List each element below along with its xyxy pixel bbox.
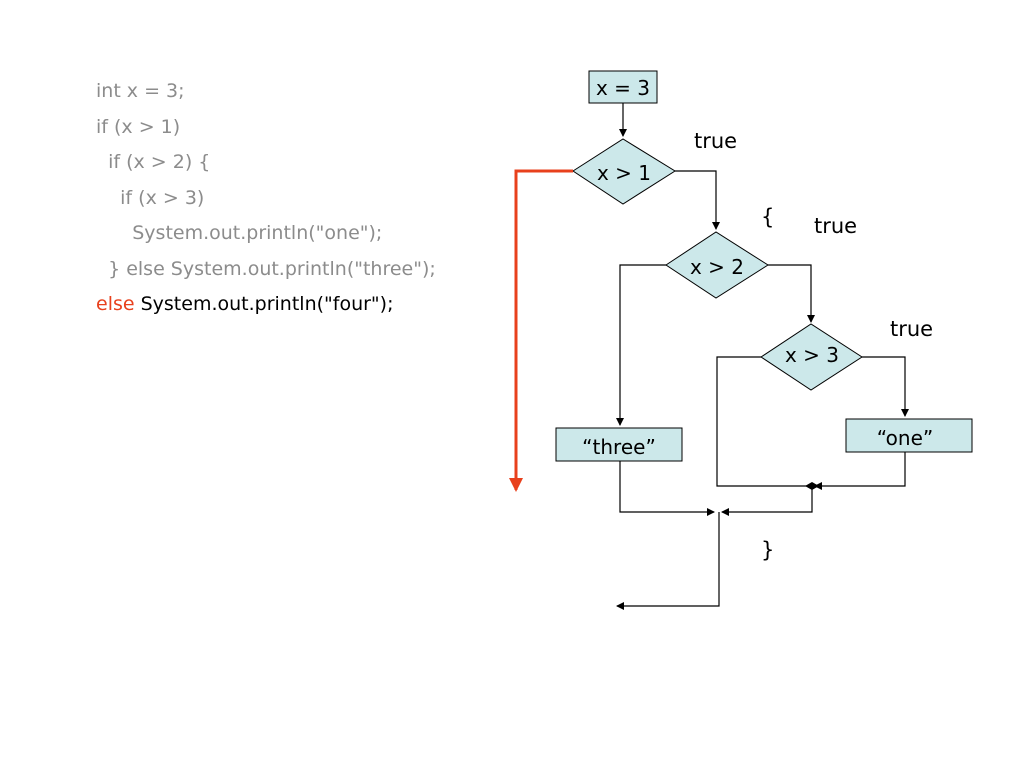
edge-cond2-true xyxy=(768,264,815,323)
code-line-2: if (x > 1) xyxy=(96,115,181,138)
decision-x-gt-1-label: x > 1 xyxy=(597,161,651,185)
code-line-6: } else System.out.println("three"); xyxy=(96,257,436,280)
box-three-label: “three” xyxy=(582,435,656,459)
box-one-label: “one” xyxy=(877,426,933,450)
edge-one-merge xyxy=(814,452,906,490)
edge-three-merge xyxy=(619,461,715,516)
edge-cond2-false xyxy=(616,264,666,426)
box-one xyxy=(845,418,973,453)
edge-exit xyxy=(616,512,720,610)
start-box-label: x = 3 xyxy=(596,76,650,100)
start-box xyxy=(588,70,658,104)
true-label-2: true xyxy=(814,214,857,238)
code-line-3: if (x > 2) { xyxy=(96,151,211,173)
close-brace: } xyxy=(761,538,774,562)
edge-cond3-false xyxy=(716,356,811,487)
edge-inner-merge xyxy=(721,486,813,516)
edge-cond1-true xyxy=(675,170,720,230)
code-line-7: else System.out.println("four"); xyxy=(96,287,436,323)
decision-x-gt-3-label: x > 3 xyxy=(785,343,839,367)
false-path-x-gt-1 xyxy=(509,169,573,492)
open-brace: { xyxy=(761,205,774,229)
decision-x-gt-2-label: x > 2 xyxy=(690,255,744,279)
code-line-4: if (x > 3) xyxy=(96,186,205,209)
code-line-5: System.out.println("one"); xyxy=(96,222,383,244)
code-listing: int x = 3; if (x > 1) if (x > 2) { if (x… xyxy=(96,74,436,323)
true-label-1: true xyxy=(694,129,737,153)
edge-cond3-true xyxy=(862,356,909,417)
box-three xyxy=(555,427,683,462)
true-label-3: true xyxy=(890,317,933,341)
print-four-statement: System.out.println("four"); xyxy=(134,293,394,315)
code-line-1: int x = 3; xyxy=(96,80,185,102)
else-keyword: else xyxy=(96,293,135,315)
